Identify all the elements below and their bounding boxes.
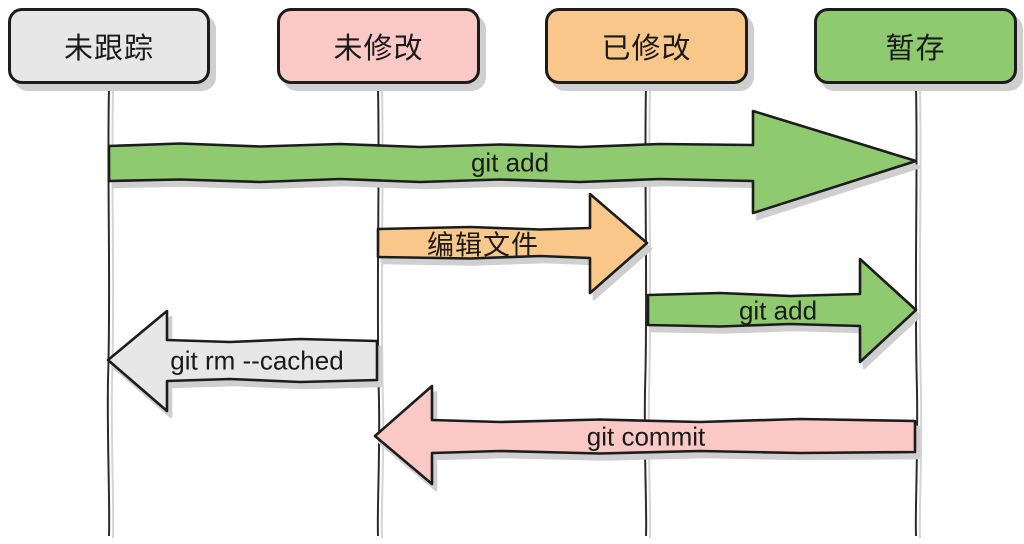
arrow-label-edit-file: 编辑文件 <box>427 230 539 261</box>
state-box-modified: 已修改 <box>545 8 748 84</box>
arrow-edit-file-unmodified-to-modified <box>376 192 649 295</box>
lifeline-staged <box>914 87 919 537</box>
arrow-git-rm-cached-unmodified-to-untracked <box>106 309 379 413</box>
arrow-label-git-add-2: git add <box>738 295 818 326</box>
arrow-git-add-modified-to-staged <box>646 257 918 364</box>
state-box-unmodified: 未修改 <box>277 8 480 84</box>
state-label-staged: 暂存 <box>885 33 946 65</box>
state-box-staged: 暂存 <box>814 8 1017 84</box>
arrow-label-git-commit: git commit <box>586 421 706 452</box>
arrow-git-add-untracked-to-staged <box>107 109 918 215</box>
state-label-unmodified: 未修改 <box>333 33 424 65</box>
state-box-untracked: 未跟踪 <box>8 8 210 84</box>
arrow-label-git-rm-cached: git rm --cached <box>170 345 344 376</box>
state-label-modified: 已修改 <box>601 33 692 65</box>
arrow-git-commit-staged-to-unmodified <box>373 384 917 486</box>
state-label-untracked: 未跟踪 <box>63 33 154 65</box>
arrow-label-git-add-1: git add <box>470 147 550 178</box>
